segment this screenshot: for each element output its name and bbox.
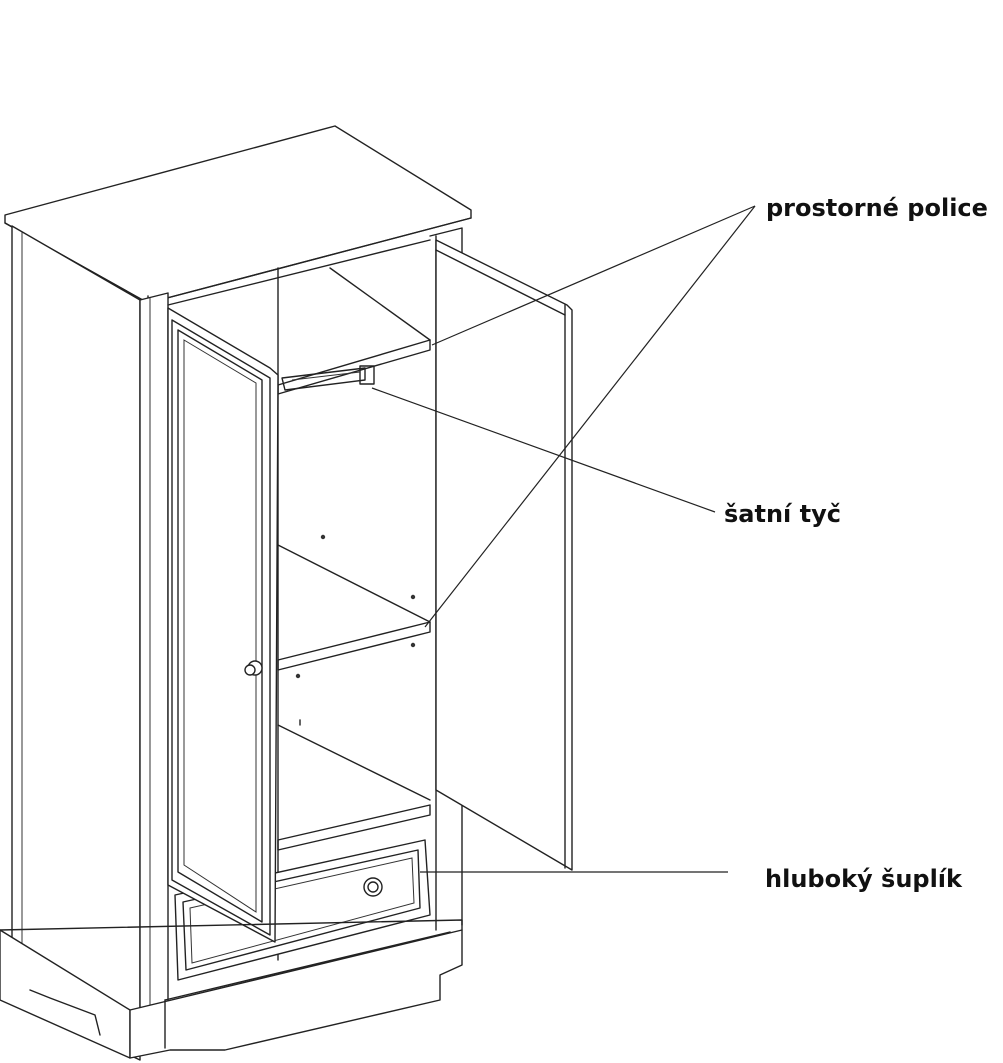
leader-rail <box>371 387 716 513</box>
label-deep-drawer: hluboký šuplík <box>765 865 963 893</box>
front-frame <box>139 292 169 1049</box>
label-clothes-rail: šatní tyč <box>724 500 841 528</box>
leader-shelves-upper <box>431 205 756 346</box>
leader-shelves-middle <box>424 205 756 628</box>
wardrobe-drawing <box>0 125 573 1061</box>
leader-lines <box>371 205 756 873</box>
hanging-rail <box>281 365 375 391</box>
upper-shelf <box>277 339 431 395</box>
left-side-panel <box>11 225 141 1061</box>
middle-shelf <box>277 621 431 671</box>
open-right-door <box>435 239 573 871</box>
label-spacious-shelves: prostorné police <box>766 194 988 222</box>
open-left-door <box>167 307 279 943</box>
deep-drawer <box>174 839 431 981</box>
